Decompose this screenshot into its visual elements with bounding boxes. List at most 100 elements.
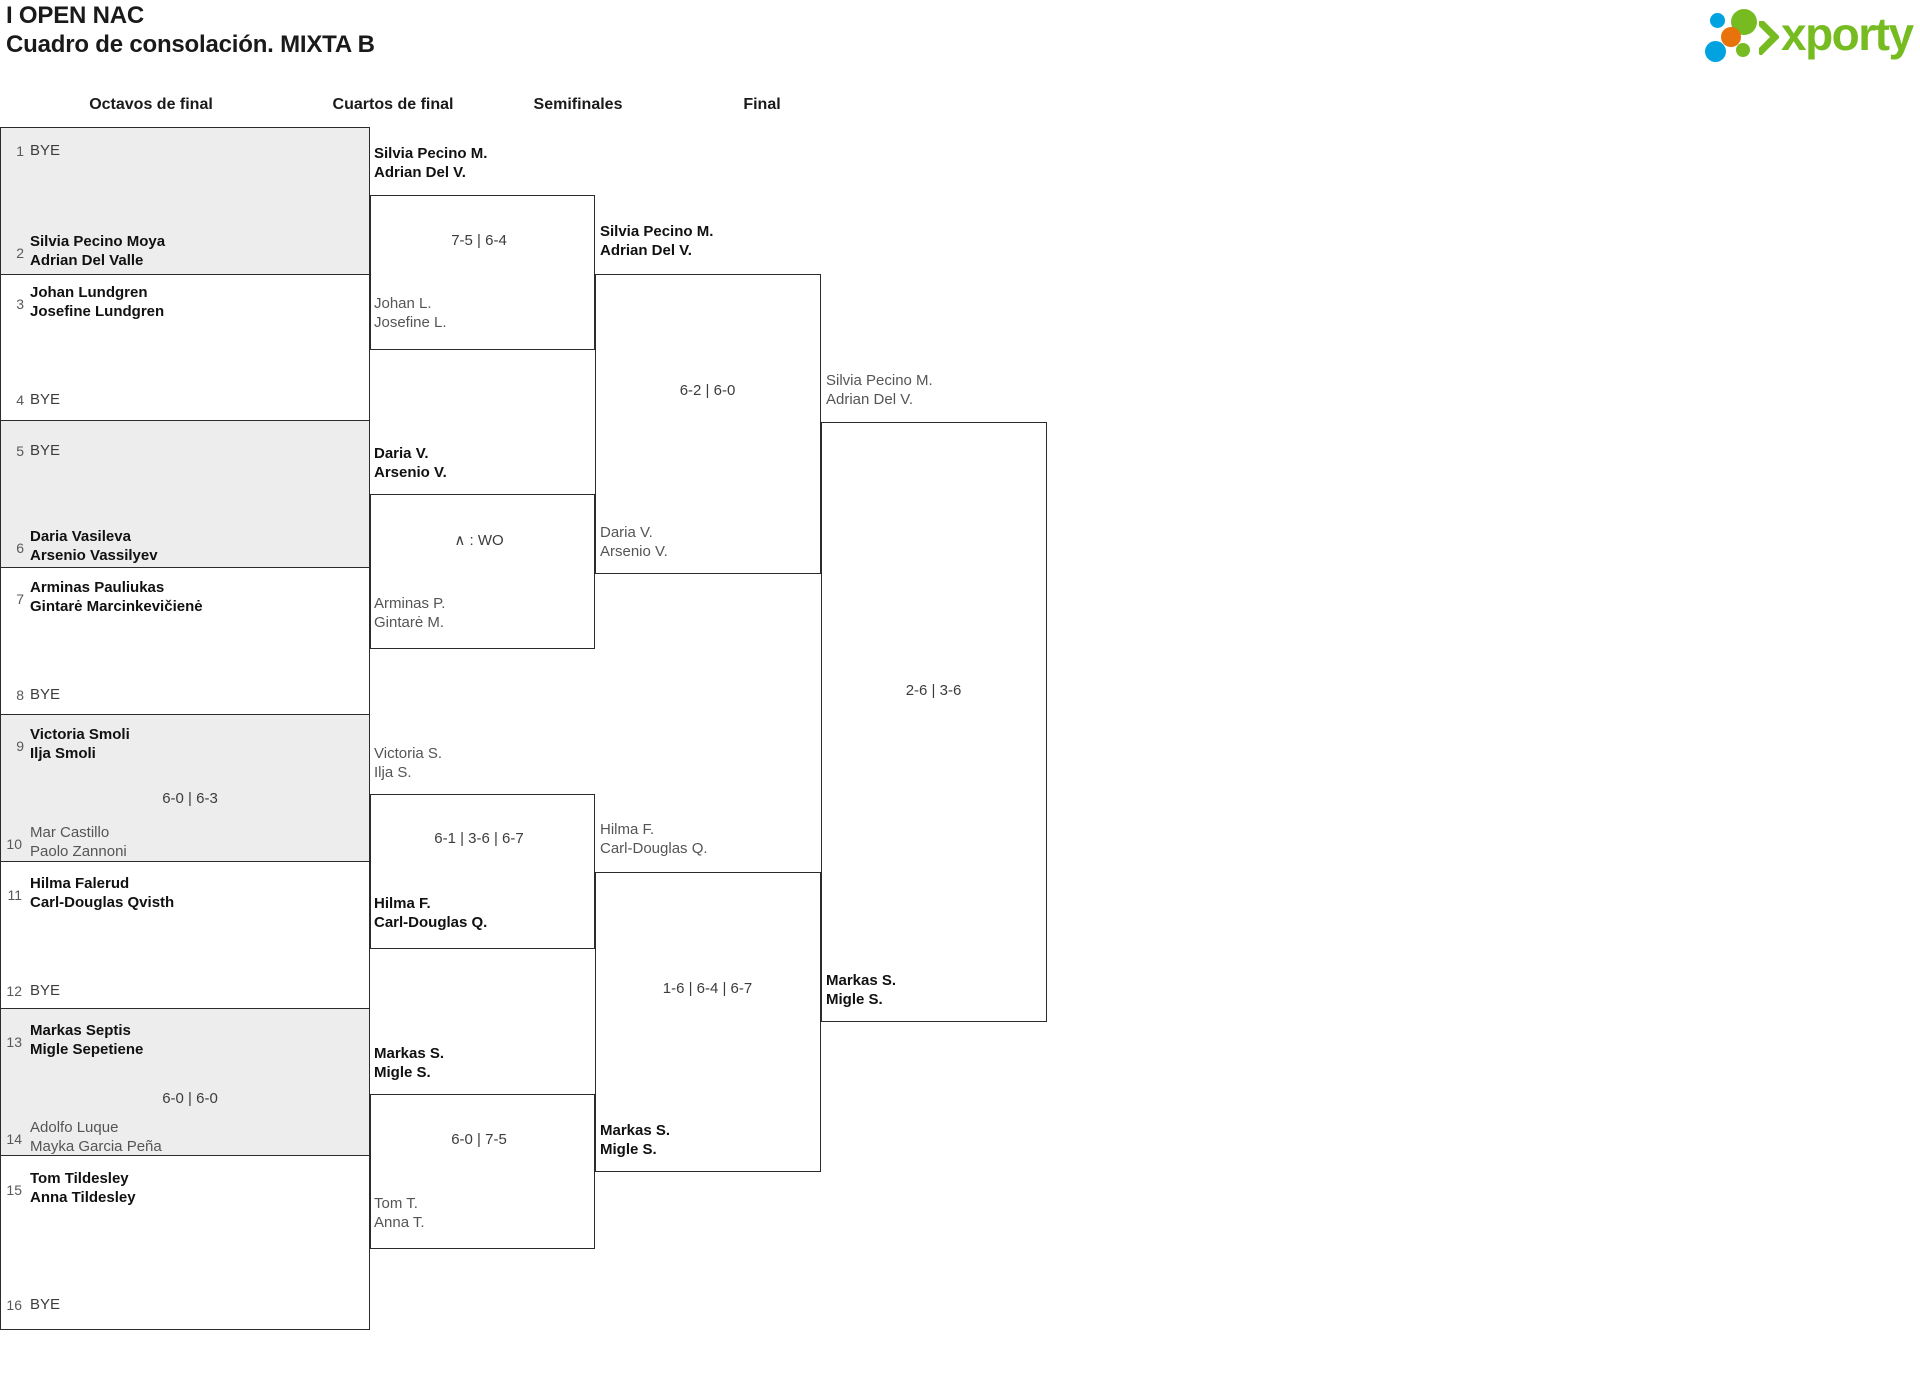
- octavos-seed-11: 11: [7, 887, 22, 903]
- octavos-entry-3-line1: Johan Lundgren: [30, 284, 148, 301]
- semis-score-2: 1-6 | 6-4 | 6-7: [662, 980, 753, 997]
- octavos-entry-9-line1: Victoria Smoli: [30, 726, 130, 743]
- octavos-entry-14-line2: Mayka Garcia Peña: [30, 1138, 162, 1155]
- octavos-entry-11-line2: Carl-Douglas Qvisth: [30, 894, 175, 911]
- octavos-seed-10: 10: [6, 836, 22, 852]
- cuartos-entry-8-line1: Tom T.: [374, 1195, 418, 1212]
- logo-dot-blue-small: [1710, 13, 1725, 28]
- octavos-sep-1: [0, 274, 370, 275]
- logo-dot-orange: [1721, 27, 1741, 47]
- octavos-seed-5: 5: [16, 443, 24, 459]
- cuartos-frame-4: [370, 1094, 595, 1249]
- octavos-entry-11-line1: Hilma Falerud: [30, 875, 130, 892]
- cuartos-score-3: 6-1 | 3-6 | 6-7: [434, 830, 524, 847]
- octavos-seed-9: 9: [16, 738, 24, 754]
- semis-entry-1-line1: Silvia Pecino M.: [600, 223, 714, 240]
- octavos-sep-7: [0, 1155, 370, 1156]
- cuartos-entry-6-line2: Carl-Douglas Q.: [374, 914, 488, 931]
- round-header-octavos: Octavos de final: [89, 96, 213, 113]
- round-header-cuartos: Cuartos de final: [332, 96, 454, 113]
- bracket-subtitle: Cuadro de consolación. MIXTA B: [6, 31, 375, 58]
- octavos-sep-2: [0, 420, 370, 421]
- octavos-entry-15-line1: Tom Tildesley: [30, 1170, 129, 1187]
- semis-entry-2-line1: Daria V.: [600, 524, 653, 541]
- octavos-entry-10-line1: Mar Castillo: [30, 824, 110, 841]
- final-entry-1-line1: Silvia Pecino M.: [826, 372, 933, 389]
- cuartos-entry-7-line2: Migle S.: [374, 1064, 431, 1081]
- octavos-entry-15-line2: Anna Tildesley: [30, 1189, 136, 1206]
- octavos-sep-4: [0, 714, 370, 715]
- semis-entry-4-line1: Markas S.: [600, 1122, 671, 1139]
- octavos-entry-14-line1: Adolfo Luque: [30, 1119, 119, 1136]
- final-entry-2-line1: Markas S.: [826, 972, 897, 989]
- octavos-entry-3-line2: Josefine Lundgren: [30, 303, 165, 320]
- logo-chevron-icon: [1759, 21, 1779, 55]
- semis-frame-1: [595, 274, 821, 574]
- octavos-entry-2-line2: Adrian Del Valle: [30, 252, 144, 269]
- xporty-logo: xporty: [1705, 5, 1914, 67]
- octavos-seed-13: 13: [6, 1034, 22, 1050]
- final-entry-1-line2: Adrian Del V.: [826, 391, 913, 408]
- cuartos-entry-3-line1: Daria V.: [374, 445, 429, 462]
- octavos-seed-3: 3: [16, 296, 24, 312]
- octavos-entry-6-line1: Daria Vasileva: [30, 528, 131, 545]
- octavos-sep-5: [0, 861, 370, 862]
- octavos-score-5: 6-0 | 6-3: [162, 790, 218, 807]
- octavos-seed-14: 14: [6, 1131, 22, 1147]
- cuartos-entry-2-line1: Johan L.: [374, 295, 432, 312]
- octavos-entry-7-line1: Arminas Pauliukas: [30, 579, 165, 596]
- octavos-seed-2: 2: [16, 245, 24, 261]
- final-score: 2-6 | 3-6: [905, 682, 962, 699]
- octavos-entry-9-line2: Ilja Smoli: [30, 745, 96, 762]
- cuartos-frame-3: [370, 794, 595, 949]
- octavos-entry-5-line1: BYE: [30, 442, 61, 459]
- octavos-seed-1: 1: [16, 143, 24, 159]
- cuartos-entry-5-line2: Ilja S.: [374, 764, 412, 781]
- final-frame: [821, 422, 1047, 1022]
- cuartos-frame-2: [370, 494, 595, 649]
- semis-entry-3-line2: Carl-Douglas Q.: [600, 840, 708, 857]
- cuartos-entry-4-line2: Gintarė M.: [374, 614, 445, 631]
- semis-entry-4-line2: Migle S.: [600, 1141, 657, 1158]
- semis-entry-3-line1: Hilma F.: [600, 821, 655, 838]
- octavos-entry-1-line1: BYE: [30, 142, 61, 159]
- octavos-frame: [0, 127, 370, 1330]
- octavos-entry-6-line2: Arsenio Vassilyev: [30, 547, 158, 564]
- cuartos-entry-6-line1: Hilma F.: [374, 895, 431, 912]
- octavos-shade-2: [1, 421, 369, 567]
- logo-dot-green-small: [1736, 43, 1750, 57]
- cuartos-score-1: 7-5 | 6-4: [451, 232, 507, 249]
- octavos-seed-6: 6: [16, 540, 24, 556]
- octavos-seed-12: 12: [6, 983, 22, 999]
- cuartos-entry-1-line1: Silvia Pecino M.: [374, 145, 488, 162]
- octavos-score-7: 6-0 | 6-0: [162, 1090, 218, 1107]
- logo-wordmark: xporty: [1781, 8, 1914, 60]
- octavos-seed-7: 7: [16, 591, 24, 607]
- octavos-entry-12-line1: BYE: [30, 982, 61, 999]
- round-header-semifinales: Semifinales: [533, 96, 623, 113]
- octavos-sep-3: [0, 567, 370, 568]
- octavos-shade-3: [1, 714, 369, 861]
- cuartos-entry-4-line1: Arminas P.: [374, 595, 446, 612]
- semis-entry-2-line2: Arsenio V.: [600, 543, 668, 560]
- cuartos-entry-2-line2: Josefine L.: [374, 314, 447, 331]
- octavos-entry-2-line1: Silvia Pecino Moya: [30, 233, 166, 250]
- octavos-entry-4-line1: BYE: [30, 391, 61, 408]
- cuartos-entry-7-line1: Markas S.: [374, 1045, 445, 1062]
- octavos-shade-1: [1, 128, 369, 274]
- octavos-entry-10-line2: Paolo Zannoni: [30, 843, 127, 860]
- cuartos-entry-3-line2: Arsenio V.: [374, 464, 447, 481]
- semis-score-1: 6-2 | 6-0: [679, 382, 736, 399]
- cuartos-score-4: 6-0 | 7-5: [451, 1131, 507, 1148]
- octavos-entry-8-line1: BYE: [30, 686, 61, 703]
- semis-entry-1-line2: Adrian Del V.: [600, 242, 692, 259]
- logo-dots: [1705, 7, 1779, 65]
- tournament-title: I OPEN NAC: [6, 2, 145, 29]
- cuartos-entry-5-line1: Victoria S.: [374, 745, 443, 762]
- logo-dot-blue-large: [1705, 41, 1726, 62]
- octavos-seed-15: 15: [6, 1182, 22, 1198]
- octavos-seed-16: 16: [6, 1297, 22, 1313]
- octavos-shade-4: [1, 1008, 369, 1155]
- octavos-entry-16-line1: BYE: [30, 1296, 61, 1313]
- cuartos-entry-8-line2: Anna T.: [374, 1214, 425, 1231]
